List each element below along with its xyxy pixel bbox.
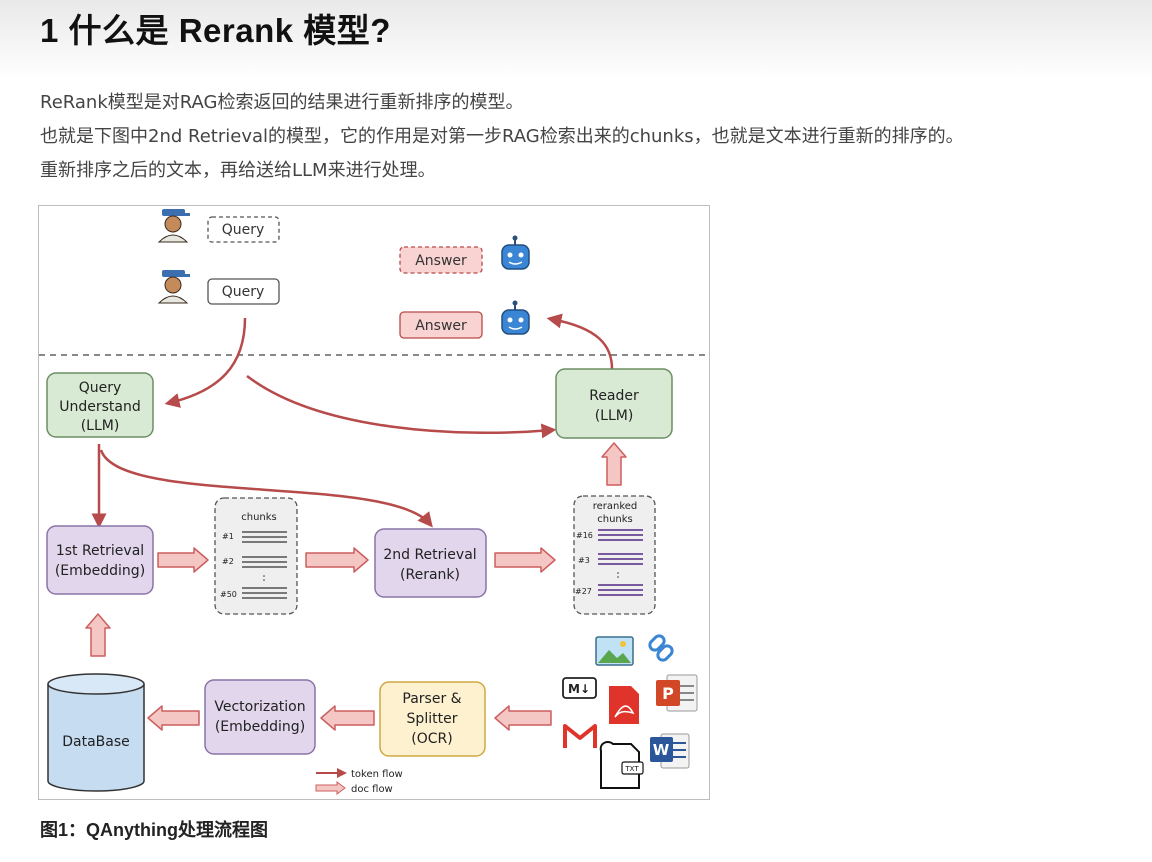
answer-label-1: Answer [415,253,467,269]
header-band [0,0,1152,80]
doc-arrow-1st-to-chunks [157,547,209,573]
link-icon [648,634,674,662]
query-to-reader-flow [246,375,557,439]
svg-text:(Embedding): (Embedding) [215,719,305,735]
query-label-2: Query [222,284,265,300]
svg-text:Query: Query [79,380,122,396]
legend-doc-flow-swatch [315,781,346,795]
robot-icon-1 [501,235,530,270]
legend-token-flow: token flow [351,769,403,780]
svg-text:(Embedding): (Embedding) [55,563,145,579]
answer-box-dashed: Answer [399,246,483,274]
second-retrieval-box: 2nd Retrieval (Rerank) [374,528,487,598]
qanything-flow-diagram: Query Query Answer Answer [38,205,710,800]
svg-text:(Rerank): (Rerank) [400,567,460,583]
reader-to-answer-flow [546,313,614,370]
intro-paragraph-1: ReRank模型是对RAG检索返回的结果进行重新排序的模型。 [40,92,524,113]
svg-text:W: W [653,741,670,759]
query-understand-box: Query Understand (LLM) [46,372,154,438]
understand-to-2nd-flow [99,449,433,528]
first-retrieval-box: 1st Retrieval (Embedding) [46,525,154,595]
svg-text:(LLM): (LLM) [595,408,634,424]
doc-arrow-database-to-1st [85,613,111,657]
robot-icon-2 [501,300,530,335]
word-icon: W [650,733,690,769]
image-icon [595,636,634,666]
svg-text:P: P [662,684,674,703]
doc-arrow-docs-to-parser [494,705,552,731]
svg-text:#2: #2 [222,557,234,566]
svg-text:Splitter: Splitter [407,711,458,727]
powerpoint-icon: P [656,674,698,712]
svg-text:#27: #27 [575,587,592,596]
doc-arrow-chunks-to-2nd [305,547,369,573]
svg-text:Parser &: Parser & [402,691,461,707]
answer-label-2: Answer [415,318,467,334]
chunks-title: chunks [241,512,277,523]
svg-text:chunks: chunks [597,514,633,525]
svg-text:(LLM): (LLM) [81,418,120,434]
diagram-canvas: Query Query Answer Answer [39,209,709,795]
txt-file-icon: TXT [599,741,644,789]
svg-text:#1: #1 [222,532,234,541]
reranked-chunks-box: reranked chunks #16 #3 #27 [573,495,656,615]
doc-arrow-parser-to-vector [320,705,375,731]
svg-text:1st Retrieval: 1st Retrieval [56,543,144,559]
query-label-1: Query [222,222,265,238]
legend: token flow doc flow [315,768,403,795]
user-avatar-2 [157,270,190,304]
parser-splitter-box: Parser & Splitter (OCR) [379,681,486,757]
pdf-icon [609,686,639,724]
doc-flow-arrows [85,442,627,731]
doc-arrow-reranked-to-reader [601,442,627,486]
query-box-dashed: Query [207,216,280,243]
svg-text:Understand: Understand [59,399,141,415]
database-label: DataBase [62,734,130,750]
intro-paragraph-2: 也就是下图中2nd Retrieval的模型，它的作用是对第一步RAG检索出来的… [40,126,964,147]
page-title: 1 什么是 Rerank 模型? [40,12,391,49]
svg-text:#50: #50 [220,590,237,599]
svg-text:#16: #16 [576,531,593,540]
vectorization-box: Vectorization (Embedding) [204,679,316,755]
svg-text:Reader: Reader [589,388,639,404]
markdown-icon: M↓ [562,677,597,699]
reader-box: Reader (LLM) [555,368,673,439]
legend-doc-flow: doc flow [351,784,393,795]
query-to-understand-flow [164,317,247,408]
gmail-icon [563,724,597,748]
svg-text:(OCR): (OCR) [411,731,452,747]
svg-text:Vectorization: Vectorization [214,699,305,715]
svg-text:M↓: M↓ [568,682,590,696]
svg-text:reranked: reranked [593,501,638,512]
user-avatar-1 [157,209,190,243]
chunks-box: chunks #1 #2 #50 [214,497,298,615]
doc-arrow-vector-to-db [147,705,200,731]
database-cylinder: DataBase [47,673,145,792]
figure-caption: 图1：QAnything处理流程图 [40,820,268,840]
query-box: Query [207,278,280,305]
intro-paragraph-3: 重新排序之后的文本，再给送给LLM来进行处理。 [40,160,436,181]
doc-arrow-2nd-to-reranked [494,547,556,573]
svg-text:2nd Retrieval: 2nd Retrieval [383,547,476,563]
svg-text:TXT: TXT [624,765,639,773]
answer-box: Answer [399,311,483,339]
svg-text:#3: #3 [578,556,590,565]
